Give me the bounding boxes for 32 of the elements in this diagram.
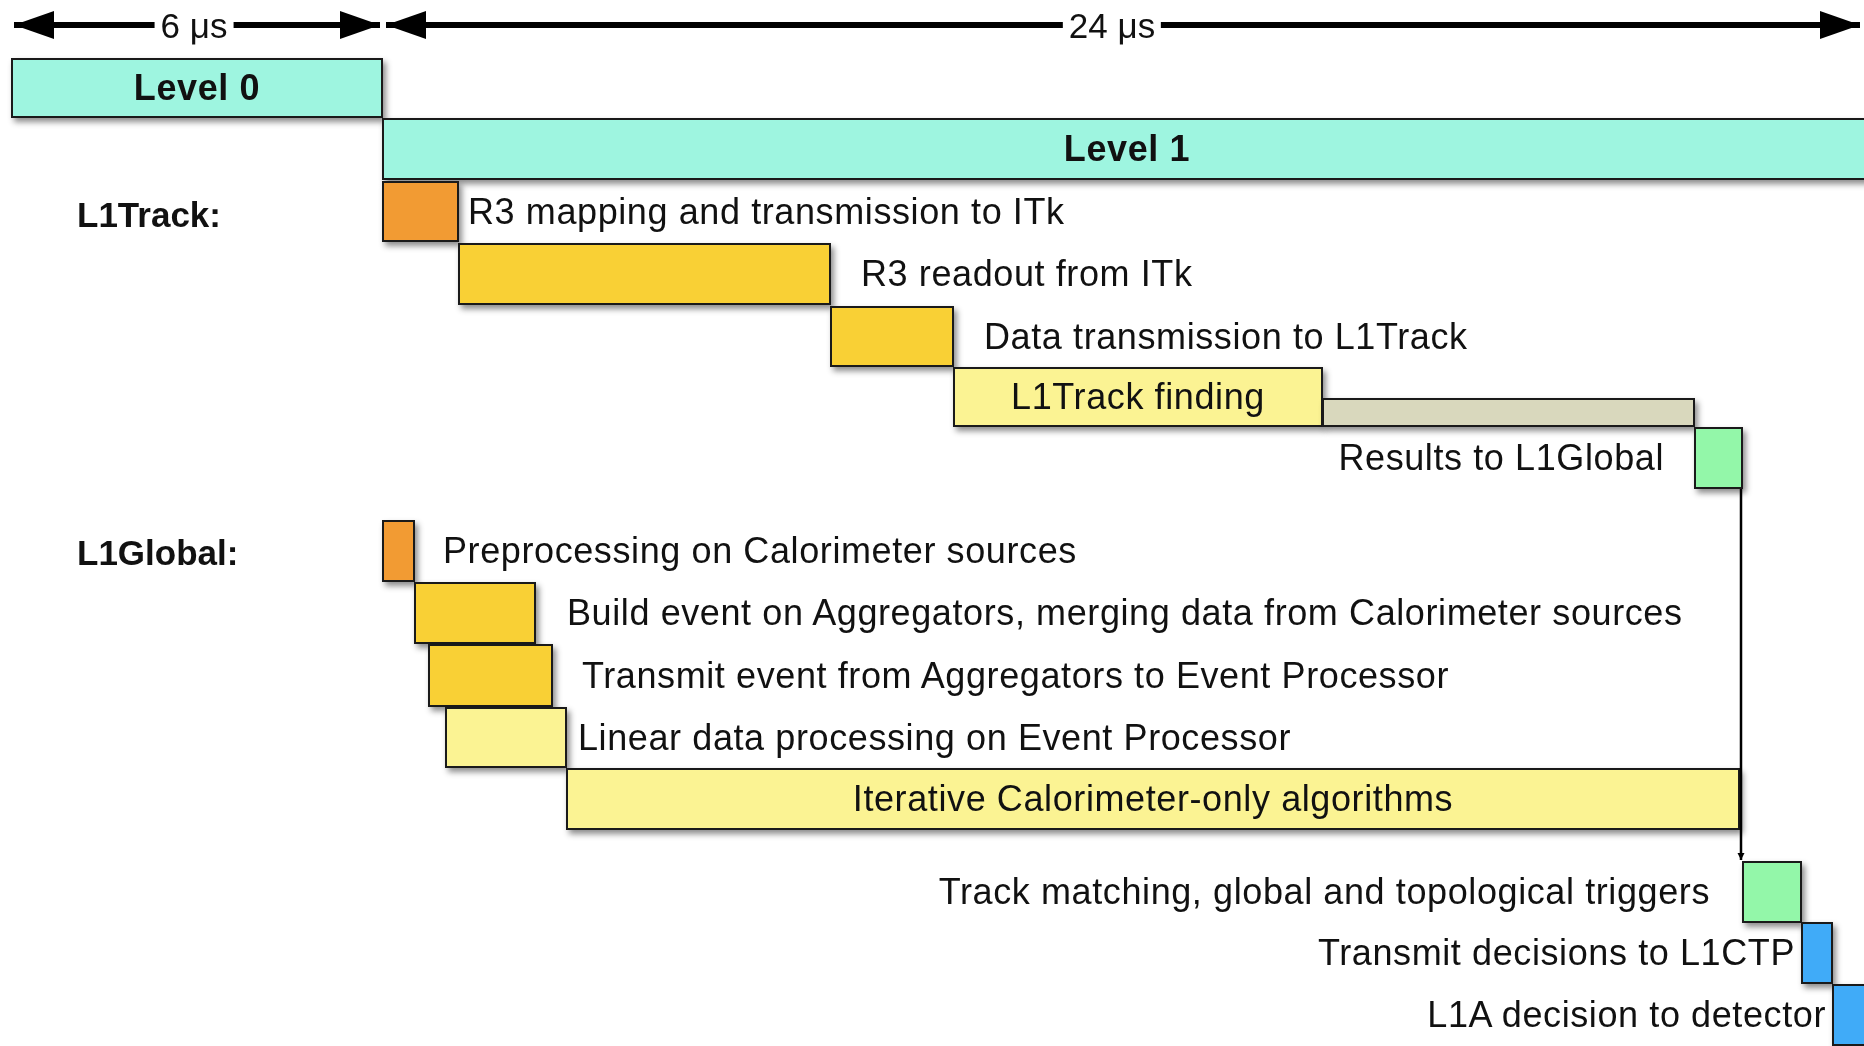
timing-bar	[1322, 398, 1695, 427]
timing-bar	[428, 644, 553, 707]
step-label: L1A decision to detector	[1427, 997, 1826, 1033]
bar-label: L1Track finding	[1011, 376, 1265, 418]
step-label: R3 readout from ITk	[861, 256, 1193, 292]
step-label: R3 mapping and transmission to ITk	[468, 193, 1065, 230]
timing-bar	[1694, 427, 1743, 489]
timing-bar	[445, 707, 567, 768]
step-label: Transmit decisions to L1CTP	[1317, 935, 1795, 971]
step-label: Preprocessing on Calorimeter sources	[443, 533, 1077, 569]
timing-bar	[830, 306, 954, 367]
timing-bar	[382, 181, 459, 242]
phase-bar	[566, 768, 1740, 830]
step-label: Data transmission to L1Track	[984, 318, 1468, 355]
step-label: Results to L1Global	[1338, 440, 1664, 476]
timing-bar	[458, 243, 831, 305]
timing-bar	[1801, 922, 1833, 984]
step-label: Transmit event from Aggregators to Event Processor	[582, 657, 1450, 694]
bar-label: Level 0	[133, 67, 261, 109]
timing-bar	[1742, 861, 1802, 923]
bar-label: Iterative Calorimeter-only algorithms	[852, 778, 1454, 820]
arrow	[1737, 489, 1745, 860]
step-label: Build event on Aggregators, merging data from Calorimeter sources	[567, 595, 1683, 631]
bar-label: Level 1	[1063, 128, 1191, 170]
timing-bar	[382, 520, 415, 582]
phase-bar	[382, 118, 1864, 180]
step-label: Linear data processing on Event Processor	[578, 719, 1291, 756]
phase-bar	[953, 367, 1323, 427]
phase-bar	[11, 58, 383, 118]
timing-bar	[1832, 984, 1864, 1046]
timing-bar	[414, 582, 536, 644]
step-label: Track matching, global and topological triggers	[938, 874, 1710, 910]
